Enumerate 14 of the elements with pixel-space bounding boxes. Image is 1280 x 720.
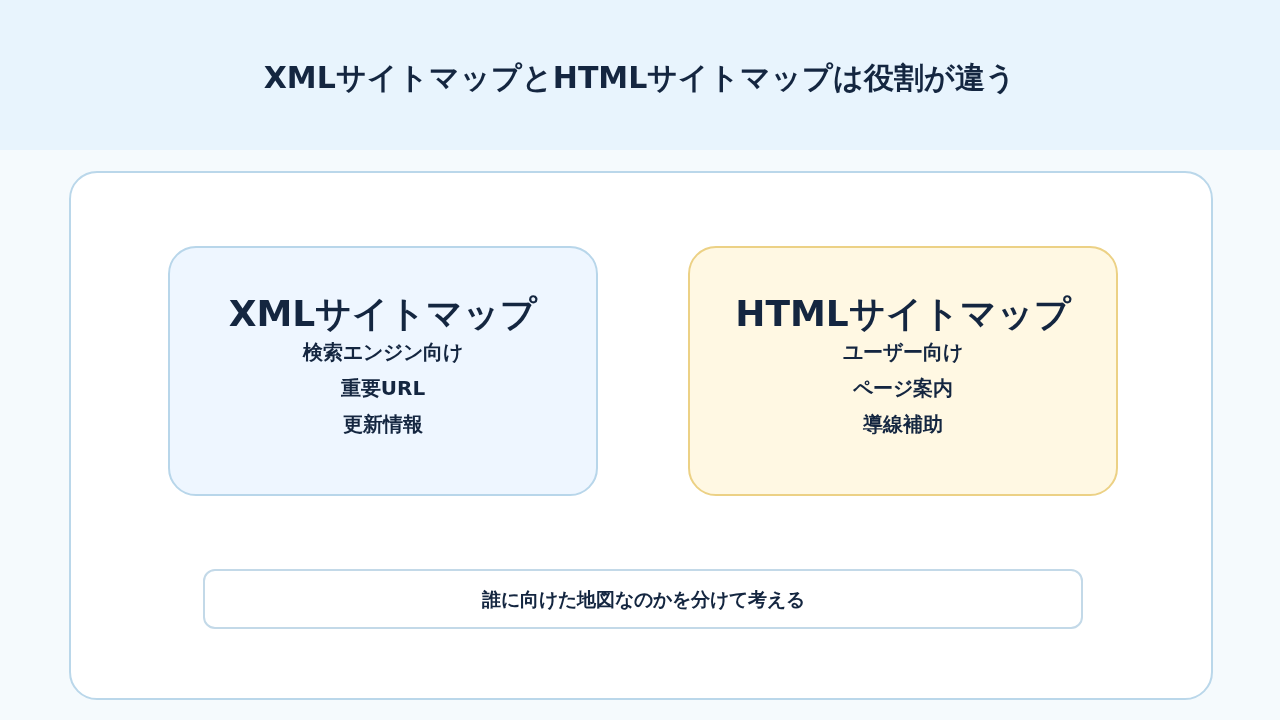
- card-item: 検索エンジン向け: [303, 339, 463, 366]
- card-item: ページ案内: [853, 375, 953, 402]
- summary-box: [203, 569, 1083, 629]
- title: XMLサイトマップとHTMLサイトマップは役割が違う: [262, 59, 1018, 97]
- summary-text: 誰に向けた地図なのかを分けて考える: [481, 587, 805, 612]
- card-item: 重要URL: [340, 375, 426, 402]
- card-item: ユーザー向け: [843, 339, 963, 366]
- card-heading: HTMLサイトマップ: [735, 292, 1071, 336]
- card-item: 導線補助: [863, 411, 943, 438]
- card-item: 更新情報: [343, 411, 423, 438]
- panel: [69, 171, 1213, 700]
- card-heading: XMLサイトマップ: [228, 292, 538, 336]
- sitemap-card: [688, 246, 1118, 496]
- sitemap-card: [168, 246, 598, 496]
